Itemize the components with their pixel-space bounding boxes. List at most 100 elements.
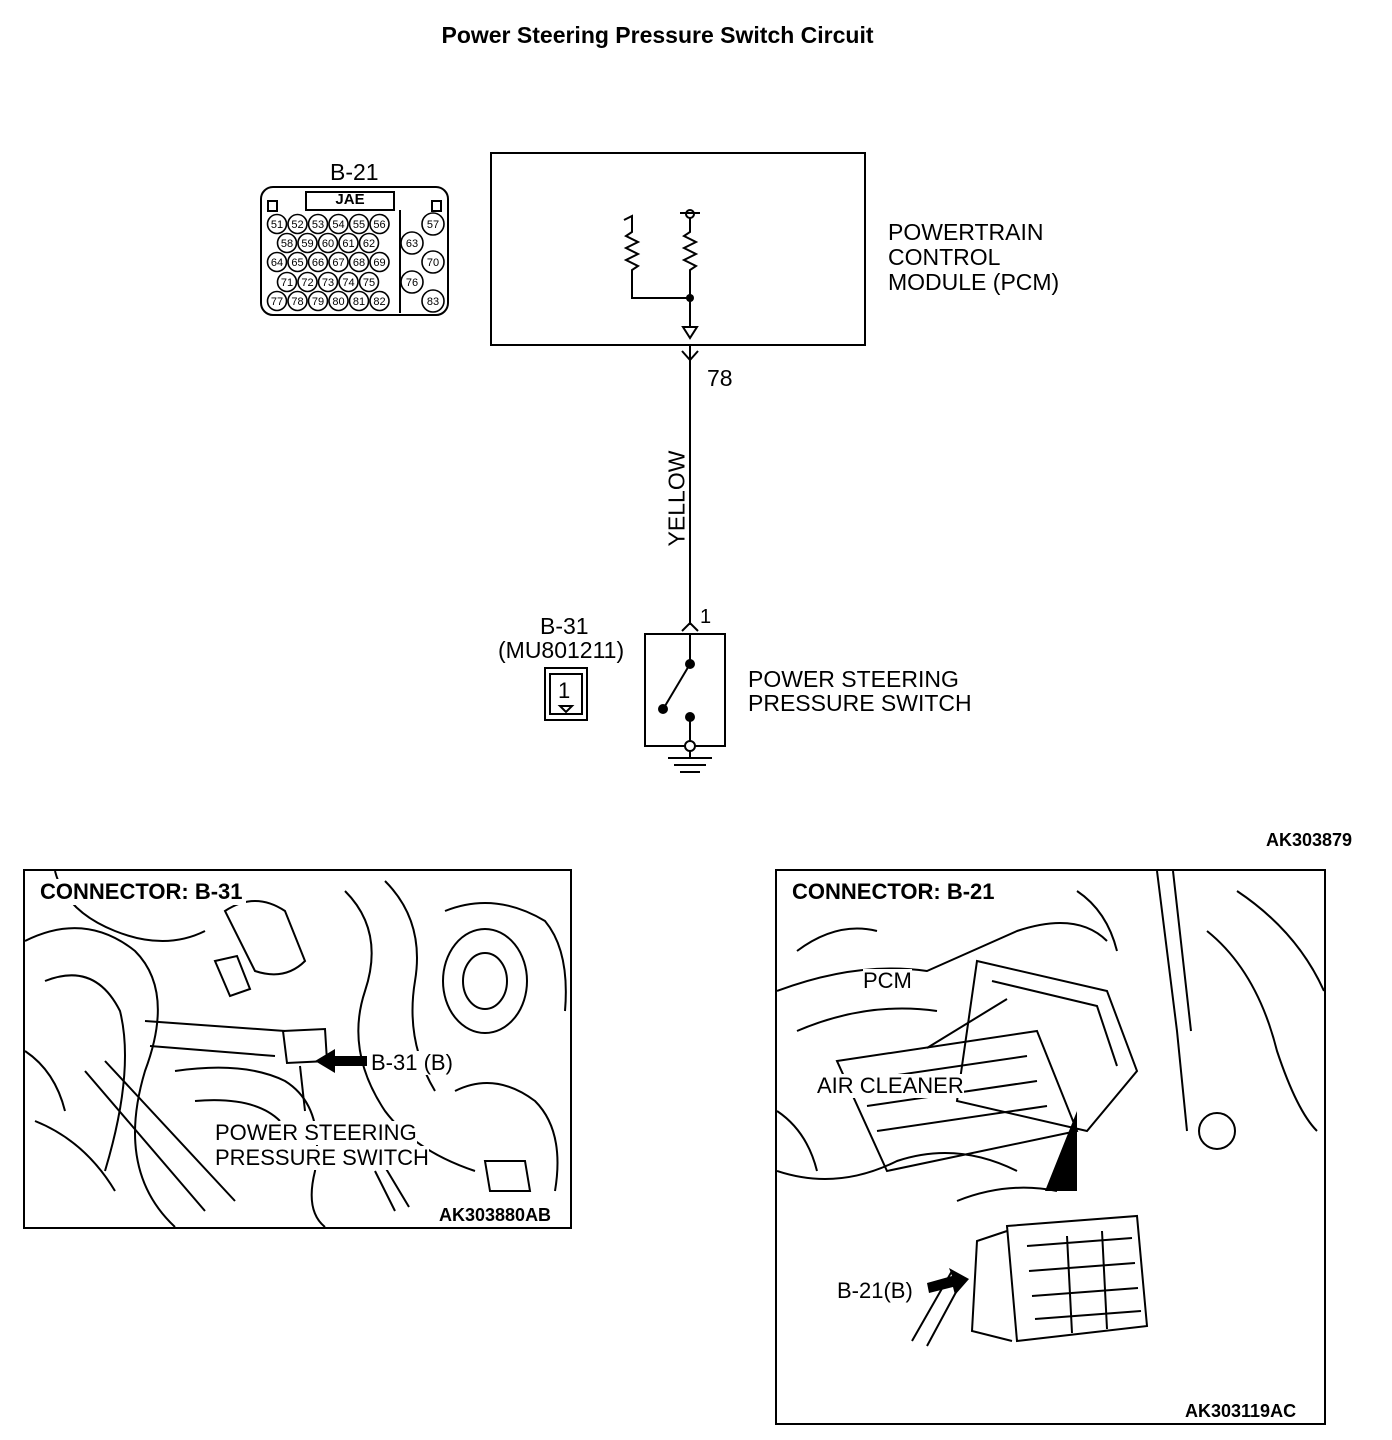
b21-pin-label: 79 [312,296,324,308]
b21-pin-72 [297,271,318,293]
b21-pin-label: 70 [427,257,439,269]
b21-pin-55 [348,213,370,235]
b21-pin-70 [421,250,445,274]
b21-pin-76 [400,270,424,294]
b21-pin-60 [317,232,339,254]
pcm-ground-arrow [681,326,699,340]
pointer-triangle [1045,1111,1077,1191]
pcm-terminal-mark [681,350,699,362]
pcm-box [490,152,866,346]
b21-pin-81 [348,290,370,312]
b21-pin-label: 80 [332,296,344,308]
panel-right-callout: B-21(B) [837,1278,913,1303]
b21-pin-75 [358,271,380,293]
b31-arrow-icon [315,1049,367,1073]
b21-pin-80 [328,290,349,312]
b21-pin-52 [287,213,308,235]
connector-b31-panel: CONNECTOR: B-31 B-31 (B) POWER STEERING … [23,869,572,1229]
pcm-label-line3: MODULE (PCM) [888,269,1060,295]
panel-right-air-cleaner-label: AIR CLEANER [817,1073,964,1098]
b21-pin-label: 81 [353,296,365,308]
b21-pin-label: 72 [301,277,313,289]
panel-left-label-line1: POWER STEERING [215,1120,417,1145]
b21-pin-label: 60 [322,238,334,250]
b21-pin-label: 65 [291,257,303,269]
b21-pin-label: 55 [353,219,365,231]
switch-label-line1: POWER STEERING [748,666,959,692]
panel-left-callout: B-31 (B) [371,1050,453,1075]
b21-pin-53 [307,213,329,235]
b21-pin-54 [328,213,349,235]
wire-color-label: YELLOW [663,450,690,547]
b21-pin-label: 51 [271,219,283,231]
b21-pin-label: 58 [281,238,293,250]
b21-pin-57 [421,212,445,236]
b21-pin-label: 54 [332,219,344,231]
b21-pin-58 [276,232,298,254]
b21-pin-label: 77 [271,296,283,308]
switch-box [644,633,726,747]
connector-b21-panel: CONNECTOR: B-21 PCM AIR CLEANER B-21(B) … [775,869,1326,1425]
b21-pin-label: 67 [332,257,344,269]
b21-pin-59 [297,232,318,254]
b21-pin-67 [328,251,349,273]
b21-pin-label: 61 [342,238,354,250]
b21-pin-label: 63 [406,238,418,250]
b21-pin-label: 75 [363,277,375,289]
b21-pin-51 [266,213,288,235]
pcm-label-line1: POWERTRAIN [888,219,1044,245]
pcm-leader-line [926,998,1008,1049]
panel-right-title: CONNECTOR: B-21 [789,879,998,905]
b21-pin-label: 76 [406,277,418,289]
b21-pin-79 [307,290,329,312]
b21-pin-56 [369,213,390,235]
panel-left-title: CONNECTOR: B-31 [37,879,246,905]
panel-right-id: AK303119AC [1183,1401,1299,1422]
b21-pin-77 [266,290,288,312]
b21-pin-label: 57 [427,219,439,231]
b21-pin-label: 56 [373,219,385,231]
pcm-resistor-right [681,218,699,326]
b21-pin-label: 71 [281,277,293,289]
b21-pin-68 [348,251,370,273]
panel-left-id: AK303880AB [437,1205,554,1226]
pcm-label-line2: CONTROL [888,244,1001,270]
b31-pin-number: 1 [558,678,571,703]
b21-pin-69 [369,251,390,273]
pcm-pin-number: 78 [707,365,733,391]
b21-pin-label: 83 [427,296,439,308]
b31-connector-outline [544,667,588,721]
b21-pin-label: 66 [312,257,324,269]
page-title: Power Steering Pressure Switch Circuit [441,22,874,48]
switch-pin-number: 1 [700,606,712,628]
b21-pin-65 [287,251,308,273]
panel-right-pcm-label: PCM [863,968,912,993]
b21-pin-78 [287,290,308,312]
b21-pin-label: 59 [301,238,313,250]
panel-left-label-line2: PRESSURE SWITCH [215,1145,429,1170]
b21-maker: JAE [335,191,365,208]
b21-pin-61 [338,232,359,254]
diagram-id: AK303879 [1266,830,1353,850]
pcm-resistor-left [623,214,690,299]
switch-contact [664,663,691,707]
b21-pin-74 [338,271,359,293]
b31-part-number: (MU801211) [498,637,625,663]
b21-pin-64 [266,251,288,273]
b21-connector-body [260,186,449,316]
b21-pin-label: 82 [373,296,385,308]
b21-pin-62 [358,232,380,254]
b21-pin-label: 53 [312,219,324,231]
pcm-location-drawing [777,871,1324,1347]
b21-pin-label: 73 [322,277,334,289]
switch-label-line2: PRESSURE SWITCH [748,690,972,716]
b21-pin-63 [400,231,424,255]
switch-terminal-mark [681,621,699,632]
ground-icon [668,757,712,773]
pcm-closeup-body [1005,1214,1149,1343]
b21-pin-83 [421,289,445,313]
b21-pin-label: 74 [342,277,354,289]
b21-pin-label: 62 [363,238,375,250]
b21-pin-label: 78 [291,296,303,308]
